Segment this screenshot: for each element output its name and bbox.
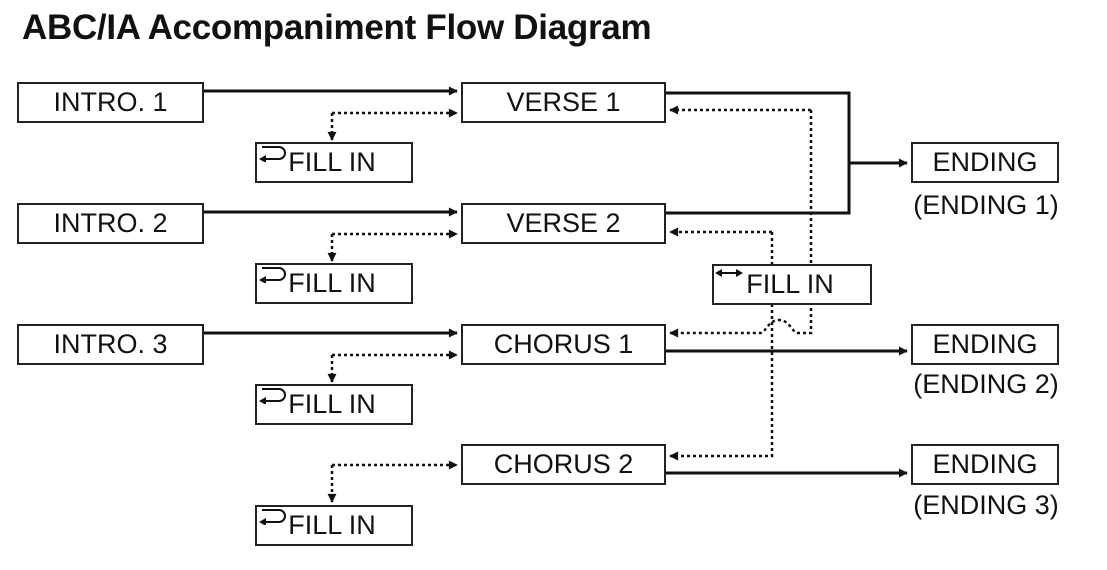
fill-in-label: FILL IN xyxy=(288,268,376,298)
dotted-path-verse2-chorus2 xyxy=(669,232,774,461)
intro-2-box[interactable]: INTRO. 2 xyxy=(17,203,204,244)
intro-1-box[interactable]: INTRO. 1 xyxy=(17,82,204,123)
chorus-1-label: CHORUS 1 xyxy=(493,329,634,359)
fill-in-box-3[interactable]: FILL IN xyxy=(255,384,413,425)
fill-in-label: FILL IN xyxy=(288,147,376,177)
chorus-1-box[interactable]: CHORUS 1 xyxy=(461,324,666,365)
ending-1-label: ENDING xyxy=(932,147,1038,177)
verse-2-box[interactable]: VERSE 2 xyxy=(461,203,666,244)
ending-2-label: ENDING xyxy=(932,329,1038,359)
ending-1-box[interactable]: ENDING xyxy=(911,142,1059,183)
chorus-2-label: CHORUS 2 xyxy=(493,449,634,479)
arrow-verses-ending1 xyxy=(666,91,851,215)
diagram-title: ABC/IA Accompaniment Flow Diagram xyxy=(22,8,652,47)
ending-3-label: ENDING xyxy=(932,449,1038,479)
intro-3-label: INTRO. 3 xyxy=(53,329,168,359)
ending-1-caption: (ENDING 1) xyxy=(913,190,1059,220)
ending-2-box[interactable]: ENDING xyxy=(911,324,1059,365)
chorus-2-box[interactable]: CHORUS 2 xyxy=(461,444,666,485)
fill-in-box-4[interactable]: FILL IN xyxy=(255,505,413,546)
verse-1-box[interactable]: VERSE 1 xyxy=(461,82,666,123)
ending-2-caption: (ENDING 2) xyxy=(913,369,1059,399)
intro-2-label: INTRO. 2 xyxy=(53,208,168,238)
intro-1-label: INTRO. 1 xyxy=(53,87,168,117)
ending-3-box[interactable]: ENDING xyxy=(911,444,1059,485)
fill-in-center-label: FILL IN xyxy=(746,269,834,299)
fill-in-center-box[interactable]: FILL IN xyxy=(712,264,872,305)
fill-in-label: FILL IN xyxy=(288,389,376,419)
dotted-path-verse1-chorus1 xyxy=(669,110,813,338)
fill-in-label: FILL IN xyxy=(288,510,376,540)
fill-in-box-2[interactable]: FILL IN xyxy=(255,263,413,304)
verse-1-label: VERSE 1 xyxy=(506,87,621,117)
fill-in-box-1[interactable]: FILL IN xyxy=(255,142,413,183)
intro-3-box[interactable]: INTRO. 3 xyxy=(17,324,204,365)
verse-2-label: VERSE 2 xyxy=(506,208,621,238)
ending-3-caption: (ENDING 3) xyxy=(913,490,1059,520)
